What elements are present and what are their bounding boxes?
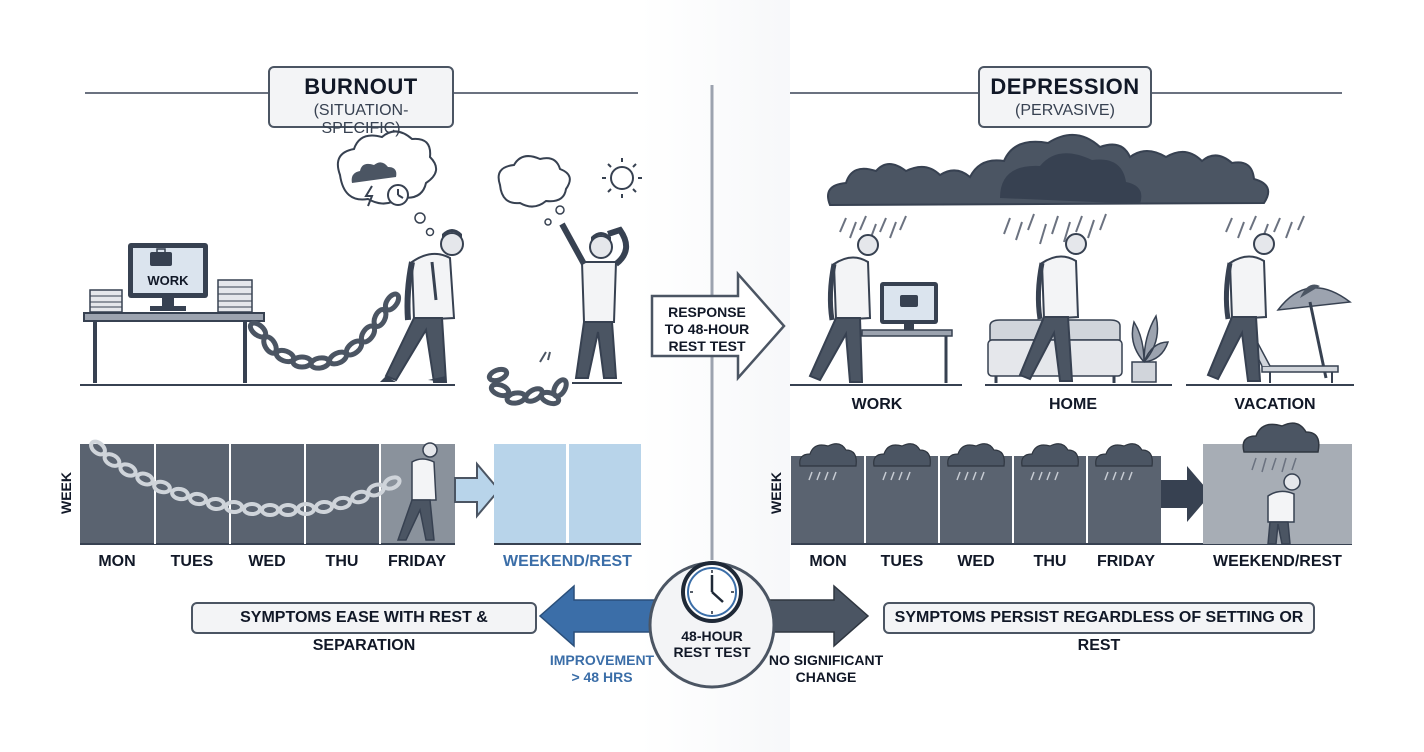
burnout-subtitle: (SITUATION-SPECIFIC) — [313, 102, 409, 137]
umbrella-icon — [1276, 284, 1352, 379]
setting-label-home: HOME — [1049, 396, 1097, 413]
chain-icon — [247, 291, 402, 371]
no-change-outcome: NO SIGNIFICANT CHANGE — [768, 652, 884, 685]
right-day-mon: MON — [809, 553, 847, 570]
work-desk-scene — [80, 243, 455, 386]
depressed-work-scene — [790, 234, 962, 386]
clock-label: 48-HOUR REST TEST — [673, 628, 751, 660]
depression-subtitle: (PERVASIVE) — [1015, 102, 1115, 119]
sun-icon — [602, 158, 642, 198]
relieved-person-icon — [497, 155, 629, 384]
depression-week-timeline — [791, 443, 1352, 545]
storm-thought-bubble — [336, 130, 437, 237]
depressed-home-scene — [985, 233, 1172, 386]
weekend-block-sat-left — [494, 444, 566, 544]
right-day-friday: FRIDAY — [1096, 553, 1156, 570]
right-day-tues: TUES — [880, 553, 924, 570]
depression-title-box: DEPRESSION (PERVASIVE) — [978, 66, 1152, 128]
depression-summary: SYMPTOMS PERSIST REGARDLESS OF SETTING O… — [883, 602, 1315, 654]
left-day-friday: FRIDAY — [387, 553, 447, 570]
broken-chain-icon — [486, 351, 569, 407]
right-weekend-rest-label: WEEKEND/REST — [1213, 553, 1342, 570]
left-day-mon: MON — [98, 553, 136, 570]
right-day-wed: WED — [957, 553, 995, 570]
setting-label-work: WORK — [851, 396, 903, 413]
improvement-outcome: IMPROVEMENT > 48 HRS — [549, 652, 655, 685]
burnout-title-box: BURNOUT (SITUATION-SPECIFIC) — [268, 66, 454, 137]
friday-person-icon — [396, 442, 438, 541]
right-week-label: WEEK — [768, 472, 784, 514]
left-week-label: WEEK — [58, 472, 74, 514]
weekend-person-icon — [1267, 473, 1301, 545]
burned-out-person-icon — [380, 229, 464, 383]
response-arrow-label: RESPONSE TO 48-HOUR REST TEST — [664, 304, 750, 354]
improvement-arrow — [538, 584, 657, 648]
burnout-title: BURNOUT — [304, 74, 418, 99]
right-day-thu: THU — [1033, 553, 1067, 570]
left-weekend-rest-label: WEEKEND/REST — [503, 553, 632, 570]
arrow-to-weekend-right — [1161, 466, 1211, 522]
storm-cloud-band — [827, 134, 1305, 245]
depression-title: DEPRESSION — [990, 74, 1140, 99]
weekend-block-sun-left — [569, 444, 641, 544]
monitor-work-label: WORK — [147, 273, 189, 288]
weekend-cloud-icon — [1242, 422, 1320, 473]
setting-label-vacation: VACATION — [1234, 396, 1316, 413]
left-day-wed: WED — [248, 553, 286, 570]
burnout-summary: SYMPTOMS EASE WITH REST & SEPARATION — [191, 602, 537, 654]
depressed-vacation-scene — [1186, 233, 1354, 386]
clock-icon — [648, 561, 776, 689]
response-arrow-icon — [650, 270, 786, 382]
burnout-week-timeline — [80, 439, 455, 545]
left-day-tues: TUES — [170, 553, 214, 570]
left-day-thu: THU — [325, 553, 359, 570]
no-change-arrow — [767, 584, 870, 648]
plant-icon — [1131, 314, 1170, 383]
arrow-to-weekend-left — [454, 461, 501, 519]
